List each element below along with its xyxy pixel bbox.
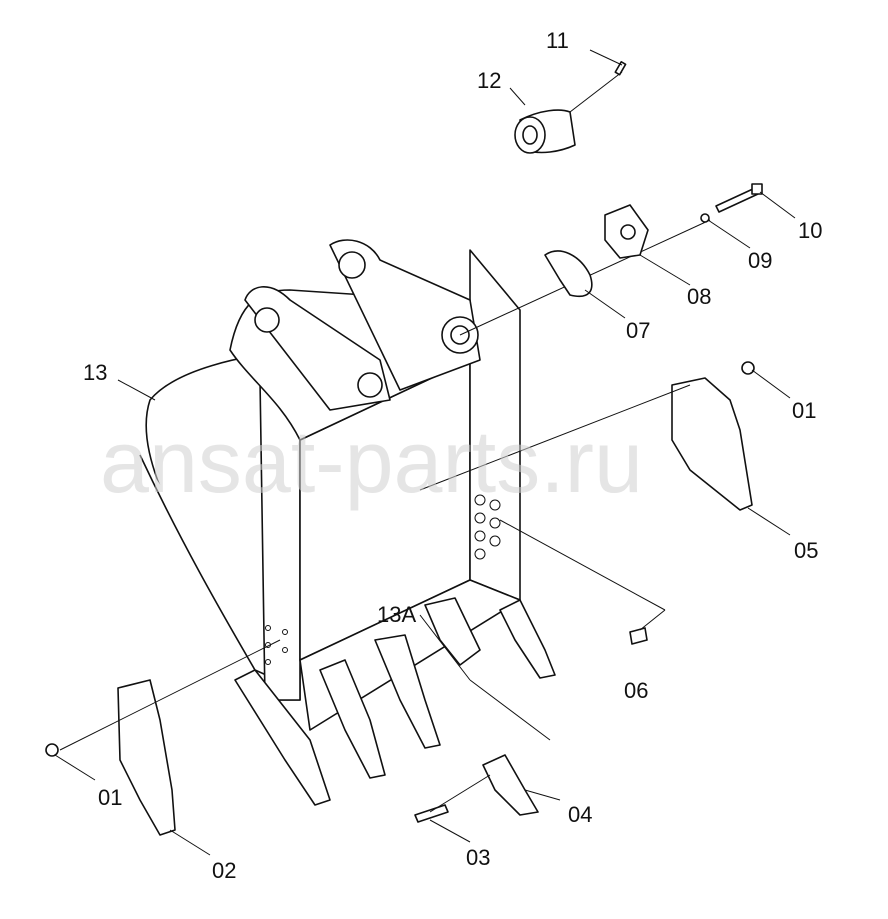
callout-04: 04 [568,802,592,827]
callout-01-right: 01 [792,398,816,423]
callout-11: 11 [546,28,569,53]
callout-09: 09 [748,248,772,273]
side-cutters [45,361,755,836]
callout-10: 10 [798,218,822,243]
callout-07: 07 [626,318,650,343]
callout-03: 03 [466,845,490,870]
callout-06: 06 [624,678,648,703]
bucket-teeth [234,597,556,806]
leader-lines [54,49,796,856]
callout-05: 05 [794,538,818,563]
callout-02: 02 [212,858,236,883]
callout-13: 13 [83,360,107,385]
pin-assembly [459,61,763,336]
callout-labels: 11 12 10 09 08 07 13 01 05 13A 06 01 04 … [83,28,822,883]
callout-01-left: 01 [98,785,122,810]
watermark: ansat-parts.ru [100,412,643,511]
callout-12: 12 [477,68,501,93]
callout-13a: 13A [377,602,416,627]
callout-08: 08 [687,284,711,309]
